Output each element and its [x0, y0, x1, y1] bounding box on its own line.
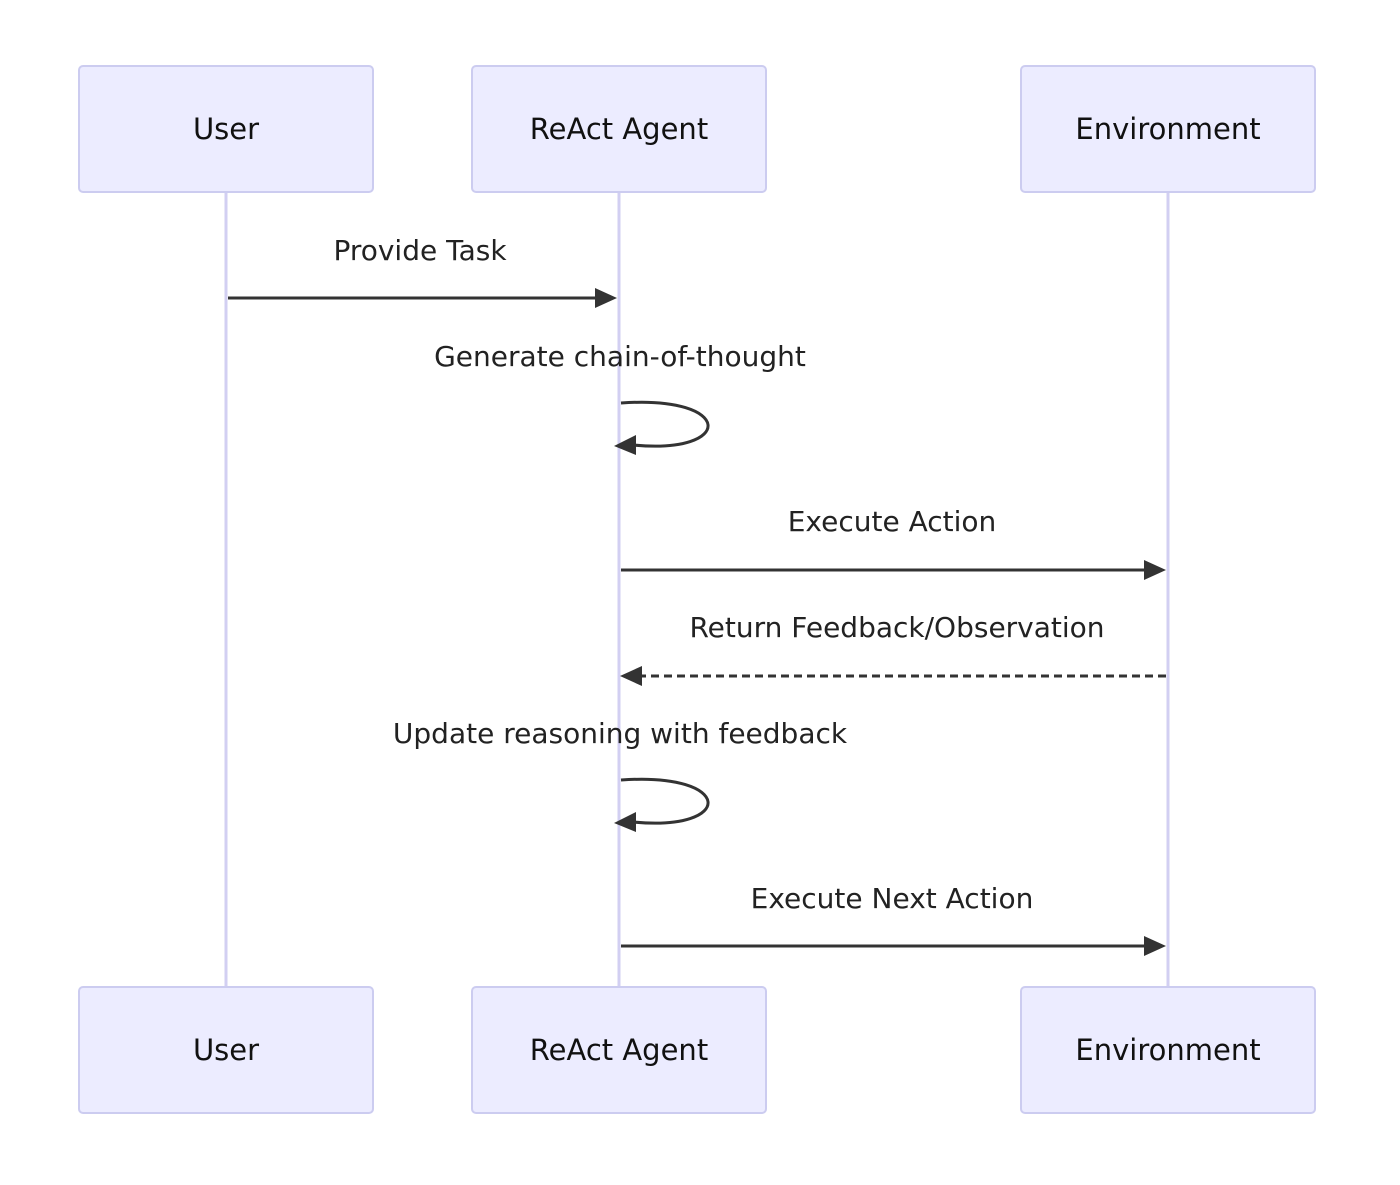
actor-label: User [193, 112, 259, 146]
message-execute-next-action: Execute Next Action [621, 882, 1166, 956]
arrowhead [614, 812, 636, 832]
message-label: Update reasoning with feedback [393, 717, 848, 750]
actor-env-bottom: Environment [1020, 986, 1316, 1114]
actor-agent-bottom: ReAct Agent [471, 986, 767, 1114]
arrowhead [595, 288, 617, 308]
message-provide-task: Provide Task [228, 234, 617, 308]
actor-agent-top: ReAct Agent [471, 65, 767, 193]
arrowhead [620, 666, 642, 686]
message-label: Provide Task [333, 234, 507, 267]
self-loop-line [620, 777, 710, 825]
self-loop-line [620, 400, 710, 448]
actor-label: ReAct Agent [530, 1033, 708, 1067]
message-update-reasoning: Update reasoning with feedback [393, 717, 848, 832]
actor-label: User [193, 1033, 259, 1067]
message-generate-chain-of-thought: Generate chain-of-thought [434, 340, 806, 455]
actor-user-bottom: User [78, 986, 374, 1114]
arrowhead [1144, 560, 1166, 580]
actor-label: Environment [1075, 112, 1260, 146]
actor-user-top: User [78, 65, 374, 193]
actor-label: ReAct Agent [530, 112, 708, 146]
message-label: Execute Next Action [751, 882, 1034, 915]
message-label: Execute Action [788, 505, 997, 538]
arrowhead [1144, 936, 1166, 956]
message-return-feedback: Return Feedback/Observation [620, 611, 1166, 686]
actor-label: Environment [1075, 1033, 1260, 1067]
message-label: Return Feedback/Observation [689, 611, 1104, 644]
actor-env-top: Environment [1020, 65, 1316, 193]
message-execute-action: Execute Action [621, 505, 1166, 580]
arrowhead [614, 435, 636, 455]
message-label: Generate chain-of-thought [434, 340, 806, 373]
